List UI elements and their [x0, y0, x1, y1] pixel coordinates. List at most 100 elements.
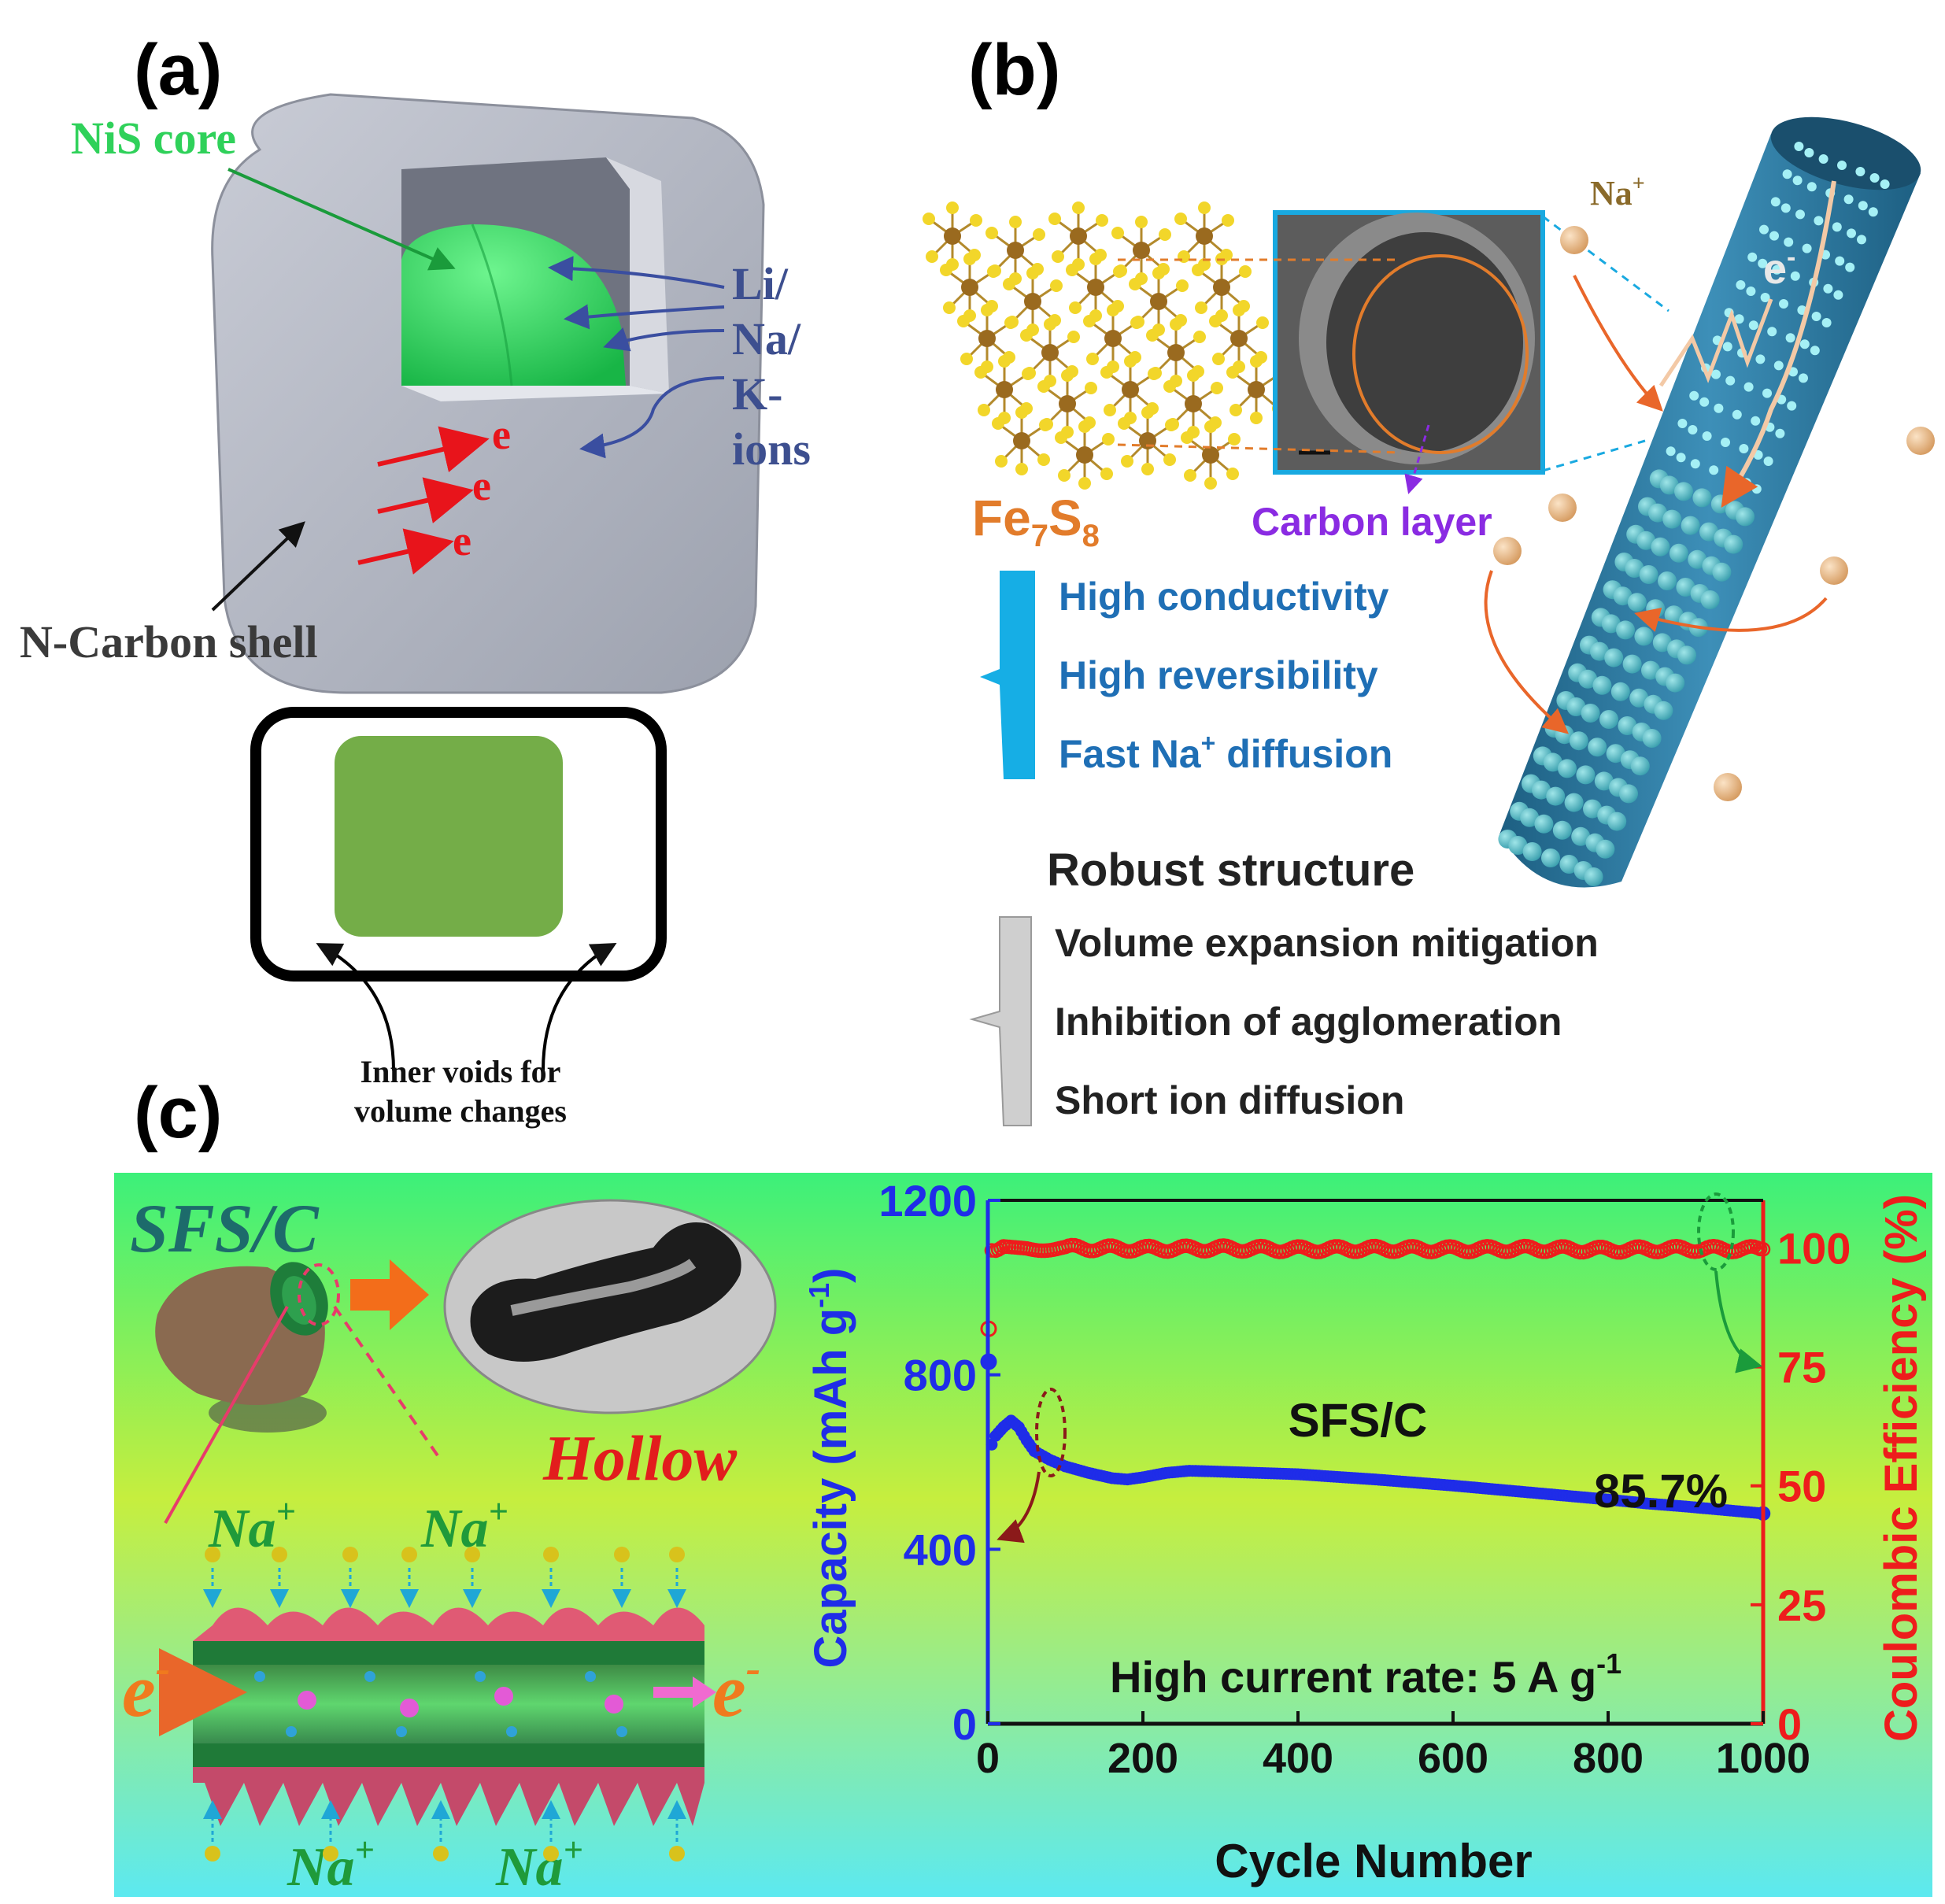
sulfur-atom: [1228, 433, 1241, 445]
tube-surface-dot: [1868, 207, 1878, 217]
tube-surface-dot: [1566, 697, 1586, 716]
x-tick-label: 400: [1263, 1735, 1333, 1782]
tube-surface-dot: [1741, 478, 1751, 488]
na-ion-dot: [433, 1846, 449, 1861]
tube-surface-dot: [1780, 203, 1791, 213]
tube-surface-dot: [1592, 675, 1612, 695]
sulfur-atom: [1015, 406, 1028, 419]
sulfur-atom: [1069, 301, 1082, 314]
cross-section-schematic: [250, 707, 667, 1071]
sulfur-atom: [1250, 412, 1263, 424]
sulfur-atom: [1052, 250, 1064, 263]
y-left-tick-label: 1200: [878, 1176, 977, 1226]
sulfur-atom: [1078, 477, 1091, 490]
svg-text:K-: K-: [732, 368, 782, 420]
sulfur-atom: [1037, 453, 1050, 466]
y-axis-left-label: Capacity (mAh g-1): [803, 1268, 856, 1669]
svg-text:Na/: Na/: [732, 313, 801, 364]
prop-high-reversibility: High reversibility: [1059, 653, 1378, 697]
sulfur-atom: [943, 301, 956, 314]
nis-core-label: NiS core: [71, 113, 236, 164]
sulfur-atom: [940, 264, 952, 276]
na-ion-dot: [614, 1547, 630, 1562]
tube-surface-dot: [1711, 369, 1721, 379]
x-tick-label: 800: [1573, 1735, 1644, 1782]
tube-surface-dot: [1552, 820, 1572, 840]
sulfur-atom: [1195, 301, 1207, 314]
sulfur-atom: [926, 250, 938, 263]
prop-fast-na-diffusion: Fast Na+ diffusion: [1059, 729, 1392, 776]
sulfur-atom: [974, 366, 987, 379]
e-right: e-: [712, 1644, 760, 1732]
y-right-tick-label: 75: [1777, 1343, 1826, 1392]
sulfur-atom: [1178, 250, 1190, 263]
sulfur-atom: [1209, 315, 1222, 327]
tube-surface-dot: [1576, 765, 1596, 785]
sulfur-atom: [1003, 278, 1015, 290]
iron-atom: [1076, 446, 1093, 464]
iron-atom: [1087, 279, 1104, 296]
tube-surface-dot: [1520, 808, 1540, 827]
annotation-rate: High current rate: 5 A g-1: [1110, 1647, 1621, 1702]
transform-arrow: [350, 1259, 429, 1330]
sulfur-atom: [1163, 453, 1176, 466]
sulfur-atom: [995, 455, 1008, 468]
sulfur-atom: [1111, 227, 1124, 239]
electrolyte-ion: [506, 1726, 517, 1737]
iron-atom: [978, 330, 996, 347]
iron-atom: [996, 381, 1013, 398]
na-ion-dot: [464, 1547, 480, 1562]
tube-surface-dot: [1676, 453, 1686, 463]
tube-surface-dot: [1558, 759, 1577, 778]
iron-atom: [1196, 227, 1213, 245]
tube-surface-dot: [1622, 654, 1642, 674]
tube-surface-dot: [1677, 419, 1688, 428]
sulfur-atom: [1050, 279, 1063, 292]
tube-surface-dot: [1564, 793, 1584, 812]
tube-surface-dot: [1734, 314, 1744, 324]
tube-surface-dot: [1689, 390, 1699, 401]
sulfur-atom: [1141, 463, 1154, 475]
carbon-shell-illustration: [211, 93, 765, 694]
sulfur-atom: [1198, 201, 1211, 214]
tube-surface-dot: [1722, 342, 1732, 352]
tube-surface-dot: [1810, 346, 1820, 356]
sulfur-atom: [1020, 329, 1033, 342]
tube-surface-dot: [1625, 559, 1644, 578]
prop-high-conductivity: High conductivity: [1059, 575, 1389, 619]
iron-atom: [1007, 242, 1024, 259]
prop-agglomeration: Inhibition of agglomeration: [1055, 1000, 1562, 1044]
iron-atom: [1167, 344, 1185, 361]
tube-surface-dot: [1858, 201, 1868, 211]
tube-surface-dot: [1823, 283, 1833, 294]
tube-surface-dot: [1677, 645, 1696, 665]
iron-atom: [1024, 293, 1041, 310]
tube-surface-dot: [1627, 593, 1647, 612]
efficiency-point: [993, 1240, 1008, 1255]
iron-atom: [1150, 293, 1167, 310]
tube-surface-dot: [1522, 842, 1542, 861]
panel-c: (c) SFS/C Hollow Na+ Na+ Na+ Na+: [114, 1073, 1932, 1898]
y-right-tick-label: 100: [1777, 1223, 1851, 1273]
tube-surface-dot: [1616, 620, 1635, 640]
sulfur-atom: [1222, 214, 1234, 227]
electron-label-b: e-: [1763, 242, 1795, 293]
sulfur-atom: [1083, 315, 1096, 327]
prop-volume-expansion: Volume expansion mitigation: [1055, 921, 1599, 965]
ion-arrows: [548, 256, 725, 459]
tube-surface-dot: [1666, 446, 1676, 457]
sulfur-atom: [1152, 267, 1165, 279]
tube-surface-dot: [1583, 799, 1602, 819]
tube-surface-dot: [1688, 549, 1707, 569]
tube-surface-dot: [1606, 744, 1625, 763]
tube-surface-dot: [1594, 771, 1614, 791]
sulfur-atom: [987, 265, 1000, 278]
na-ion-spheres: [1493, 226, 1935, 801]
tube-surface-dot: [1773, 360, 1784, 371]
na-diffusion-arrows: [1484, 275, 1828, 734]
tube-surface-dot: [1669, 543, 1688, 563]
tube-surface-dot: [1664, 605, 1684, 625]
tube-surface-dot: [1736, 280, 1746, 290]
tube-surface-dot: [1541, 848, 1560, 867]
tube-surface-dot: [1709, 465, 1719, 475]
